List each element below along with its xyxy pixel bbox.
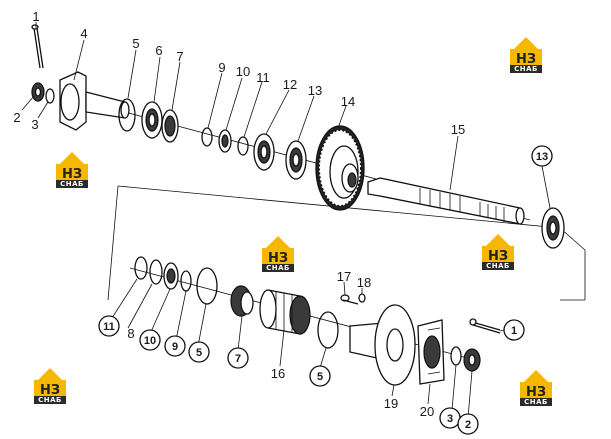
snap-ring bbox=[180, 270, 192, 292]
retaining-ring bbox=[149, 259, 163, 285]
watermark-logo: НЗ СНАБ bbox=[510, 37, 542, 73]
watermark-logo: НЗ СНАБ bbox=[520, 370, 552, 406]
part-number-label: 3 bbox=[31, 117, 38, 132]
part-number-label: 13 bbox=[536, 151, 548, 163]
part-number-callout: 5 bbox=[309, 365, 331, 387]
part-number-label: 7 bbox=[176, 49, 183, 64]
cotter-pin bbox=[469, 318, 501, 334]
watermark-logo: НЗ СНАБ bbox=[56, 152, 88, 188]
watermark-bottom-text: СНАБ bbox=[266, 264, 290, 272]
bolt bbox=[340, 294, 359, 305]
bearing bbox=[141, 101, 163, 139]
watermark-logo: НЗ СНАБ bbox=[482, 234, 514, 270]
part-number-label: 5 bbox=[196, 347, 202, 359]
clutch-hub bbox=[259, 289, 311, 335]
part-number-label: 8 bbox=[127, 326, 134, 341]
watermark-top-text: НЗ bbox=[516, 52, 536, 67]
part-number-label: 3 bbox=[447, 413, 453, 425]
watermark-top-text: НЗ bbox=[526, 385, 546, 400]
part-number-label: 1 bbox=[511, 325, 517, 337]
watermark-top-text: НЗ bbox=[488, 249, 508, 264]
bearing bbox=[285, 140, 307, 180]
part-number-callout: 10 bbox=[139, 329, 161, 351]
part-number-callout: 5 bbox=[188, 341, 210, 363]
snap-ring bbox=[237, 136, 249, 156]
output-yoke bbox=[417, 319, 445, 385]
part-number-callout: 3 bbox=[439, 407, 461, 429]
castle-nut bbox=[31, 82, 45, 102]
part-number-callout: 1 bbox=[503, 319, 525, 341]
watermark-top-text: НЗ bbox=[40, 383, 60, 398]
part-number-label: 14 bbox=[341, 94, 355, 109]
watermark-bottom-text: СНАБ bbox=[60, 180, 84, 188]
bearing bbox=[541, 207, 565, 249]
watermark-top-text: НЗ bbox=[62, 167, 82, 182]
needle-bearing bbox=[230, 285, 254, 317]
watermark-bottom-text: СНАБ bbox=[38, 396, 62, 404]
watermark-bottom-text: СНАБ bbox=[524, 398, 548, 406]
part-number-callout: 2 bbox=[457, 413, 479, 435]
part-number-label: 12 bbox=[283, 77, 297, 92]
part-number-label: 6 bbox=[155, 43, 162, 58]
watermark-top-text: НЗ bbox=[268, 251, 288, 266]
watermark-bottom-text: СНАБ bbox=[486, 262, 510, 270]
part-number-label: 2 bbox=[465, 419, 471, 431]
part-number-label: 9 bbox=[218, 60, 225, 75]
bearing bbox=[161, 109, 179, 143]
part-number-label: 11 bbox=[256, 70, 270, 85]
part-number-callout: 7 bbox=[227, 347, 249, 369]
washer bbox=[450, 346, 462, 366]
castle-nut bbox=[463, 348, 481, 372]
part-number-callout: 11 bbox=[98, 315, 120, 337]
part-number-label: 19 bbox=[384, 396, 398, 411]
snap-ring bbox=[134, 256, 148, 280]
bearing-race bbox=[163, 262, 179, 290]
part-number-label: 2 bbox=[13, 110, 20, 125]
o-ring bbox=[196, 267, 218, 305]
washer bbox=[45, 88, 55, 104]
watermark-logo: НЗ СНАБ bbox=[34, 368, 66, 404]
flange-housing bbox=[349, 304, 416, 386]
flange-yoke bbox=[59, 71, 130, 131]
part-number-callout: 13 bbox=[531, 145, 553, 167]
watermark-logo: НЗ СНАБ bbox=[262, 236, 294, 272]
o-ring bbox=[317, 311, 339, 349]
part-number-label: 1 bbox=[32, 9, 39, 24]
part-number-label: 5 bbox=[317, 371, 323, 383]
part-number-label: 18 bbox=[357, 275, 371, 290]
bearing-race bbox=[218, 129, 232, 153]
o-ring bbox=[118, 98, 136, 132]
snap-ring bbox=[201, 127, 213, 147]
part-number-label: 10 bbox=[236, 64, 250, 79]
part-number-label: 4 bbox=[80, 26, 87, 41]
part-number-label: 20 bbox=[420, 404, 434, 419]
part-number-label: 9 bbox=[172, 341, 178, 353]
part-number-label: 15 bbox=[451, 122, 465, 137]
grease-fitting bbox=[358, 293, 366, 303]
main-shaft bbox=[367, 177, 525, 225]
part-number-label: 10 bbox=[144, 335, 156, 347]
part-number-label: 5 bbox=[132, 36, 139, 51]
part-number-callout: 9 bbox=[164, 335, 186, 357]
spur-gear bbox=[315, 125, 365, 211]
part-number-label: 7 bbox=[235, 353, 241, 365]
part-number-label: 11 bbox=[103, 321, 115, 333]
part-number-label: 16 bbox=[271, 366, 285, 381]
part-number-label: 17 bbox=[337, 269, 351, 284]
part-number-label: 13 bbox=[308, 83, 322, 98]
bearing bbox=[253, 133, 275, 171]
watermark-bottom-text: СНАБ bbox=[514, 65, 538, 73]
leader-lines bbox=[21, 22, 551, 419]
cotter-pin bbox=[31, 24, 44, 69]
